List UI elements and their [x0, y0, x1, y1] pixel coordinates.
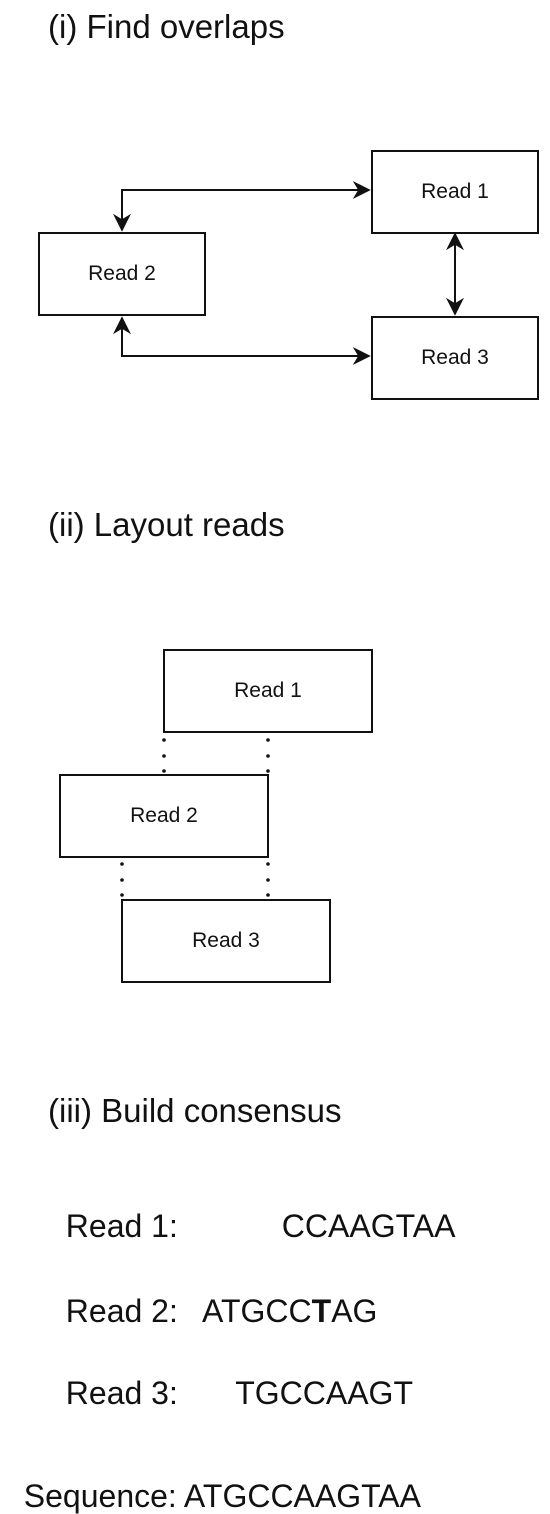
dot: [162, 754, 166, 758]
result-sequence: ATGCCAAGTAA: [183, 1478, 421, 1514]
row-sequence-highlight: T: [311, 1293, 332, 1329]
dot: [120, 878, 124, 882]
consensus-row-read3: Read 3:: [48, 1345, 178, 1409]
heading-find-overlaps: (i) Find overlaps: [48, 8, 285, 45]
consensus-seq-read2: ATGCCTAG: [186, 1263, 377, 1327]
dot: [120, 893, 124, 897]
node-read3: Read 3: [371, 316, 539, 400]
node-read2-label: Read 2: [88, 262, 156, 285]
consensus-row-read1: Read 1:: [48, 1178, 178, 1242]
layout-read3-label: Read 3: [192, 929, 260, 952]
consensus-row-read2: Read 2:: [48, 1263, 178, 1327]
node-read3-label: Read 3: [421, 346, 489, 369]
consensus-seq-read3: TGCCAAGT: [218, 1345, 413, 1409]
layout-read1: Read 1: [163, 649, 373, 733]
layout-read1-label: Read 1: [234, 679, 302, 702]
row-label: Read 3:: [65, 1375, 178, 1411]
row-sequence-suffix: AG: [331, 1293, 378, 1329]
row-label: Read 2:: [65, 1293, 178, 1329]
layout-read3: Read 3: [121, 899, 331, 983]
row-sequence-prefix: ATGCC: [202, 1293, 312, 1329]
dot: [162, 738, 166, 742]
dot: [266, 738, 270, 742]
edge-read2-read3: [113, 316, 371, 365]
layout-read2-label: Read 2: [130, 804, 198, 827]
node-read2: Read 2: [38, 232, 206, 316]
consensus-seq-read1: CCAAGTAA: [264, 1178, 456, 1244]
consensus-result: Sequence: ATGCCAAGTAA: [6, 1448, 421, 1512]
layout-connector-dots: [120, 738, 270, 897]
heading-build-consensus: (iii) Build consensus: [48, 1092, 342, 1129]
dot: [266, 878, 270, 882]
row-label: Read 1:: [65, 1208, 178, 1244]
node-read1: Read 1: [371, 150, 539, 234]
dot: [162, 769, 166, 773]
row-sequence: TGCCAAGT: [235, 1375, 413, 1411]
edge-read2-read1: [113, 181, 371, 232]
overlap-graph-edges: [113, 181, 464, 365]
dot: [266, 893, 270, 897]
dot: [266, 769, 270, 773]
dot: [120, 862, 124, 866]
dot: [266, 862, 270, 866]
result-label: Sequence:: [23, 1478, 177, 1514]
layout-read2: Read 2: [59, 774, 269, 858]
heading-layout-reads: (ii) Layout reads: [48, 506, 285, 543]
dot: [266, 754, 270, 758]
node-read1-label: Read 1: [421, 180, 489, 203]
row-sequence: CCAAGTAA: [281, 1208, 456, 1244]
